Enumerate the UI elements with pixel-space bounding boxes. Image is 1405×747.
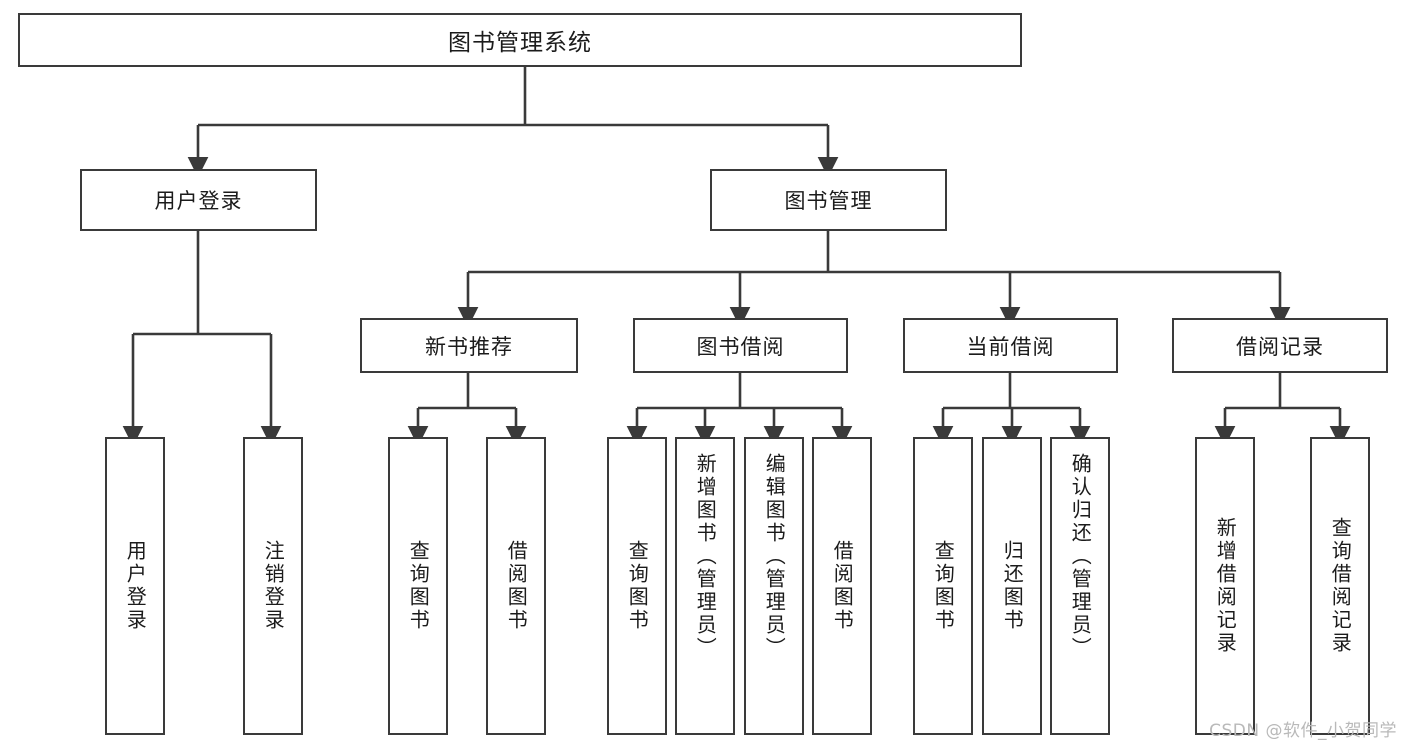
node-user-login-label: 用户登录: [154, 189, 243, 213]
node-leaf-user-login[interactable]: 用户登录: [105, 437, 165, 735]
node-leaf-return-book[interactable]: 归还图书: [982, 437, 1042, 735]
node-book-borrow[interactable]: 图书借阅: [633, 318, 848, 373]
node-new-book-rec[interactable]: 新书推荐: [360, 318, 578, 373]
node-user-login[interactable]: 用户登录: [80, 169, 317, 231]
node-borrow-record[interactable]: 借阅记录: [1172, 318, 1388, 373]
node-borrow-record-label: 借阅记录: [1236, 334, 1324, 359]
node-leaf-borrow-book-2[interactable]: 借阅图书: [812, 437, 872, 735]
node-book-manage-label: 图书管理: [784, 189, 873, 213]
node-current-borrow[interactable]: 当前借阅: [903, 318, 1118, 373]
node-new-book-rec-label: 新书推荐: [425, 334, 513, 359]
node-root-label: 图书管理系统: [448, 30, 592, 56]
node-leaf-query-book-3-label: 查询图书: [931, 540, 956, 632]
node-leaf-borrow-book-2-label: 借阅图书: [830, 540, 855, 632]
node-leaf-return-book-label: 归还图书: [1000, 540, 1025, 632]
node-leaf-query-book-1-label: 查询图书: [406, 540, 431, 632]
node-leaf-add-book-label: 新增图书（管理员）: [693, 453, 718, 660]
node-leaf-confirm-return[interactable]: 确认归还（管理员）: [1050, 437, 1110, 735]
node-leaf-query-record-label: 查询借阅记录: [1328, 517, 1353, 655]
node-leaf-add-book[interactable]: 新增图书（管理员）: [675, 437, 735, 735]
node-leaf-query-book-3[interactable]: 查询图书: [913, 437, 973, 735]
node-current-borrow-label: 当前借阅: [966, 334, 1055, 359]
node-leaf-edit-book-label: 编辑图书（管理员）: [762, 453, 787, 660]
node-leaf-user-login-label: 用户登录: [123, 540, 148, 632]
node-book-borrow-label: 图书借阅: [696, 334, 785, 359]
node-leaf-query-record[interactable]: 查询借阅记录: [1310, 437, 1370, 735]
node-leaf-query-book-2[interactable]: 查询图书: [607, 437, 667, 735]
node-leaf-query-book-2-label: 查询图书: [625, 540, 650, 632]
node-leaf-logout[interactable]: 注销登录: [243, 437, 303, 735]
node-leaf-add-record-label: 新增借阅记录: [1213, 517, 1238, 655]
node-book-manage[interactable]: 图书管理: [710, 169, 947, 231]
node-leaf-borrow-book-1[interactable]: 借阅图书: [486, 437, 546, 735]
node-leaf-logout-label: 注销登录: [261, 540, 286, 632]
node-leaf-add-record[interactable]: 新增借阅记录: [1195, 437, 1255, 735]
watermark-text: CSDN @软件_小贺同学: [1209, 721, 1397, 741]
node-leaf-borrow-book-1-label: 借阅图书: [504, 540, 529, 632]
node-root[interactable]: 图书管理系统: [18, 13, 1022, 67]
node-leaf-confirm-return-label: 确认归还（管理员）: [1068, 453, 1093, 660]
node-leaf-query-book-1[interactable]: 查询图书: [388, 437, 448, 735]
node-leaf-edit-book[interactable]: 编辑图书（管理员）: [744, 437, 804, 735]
